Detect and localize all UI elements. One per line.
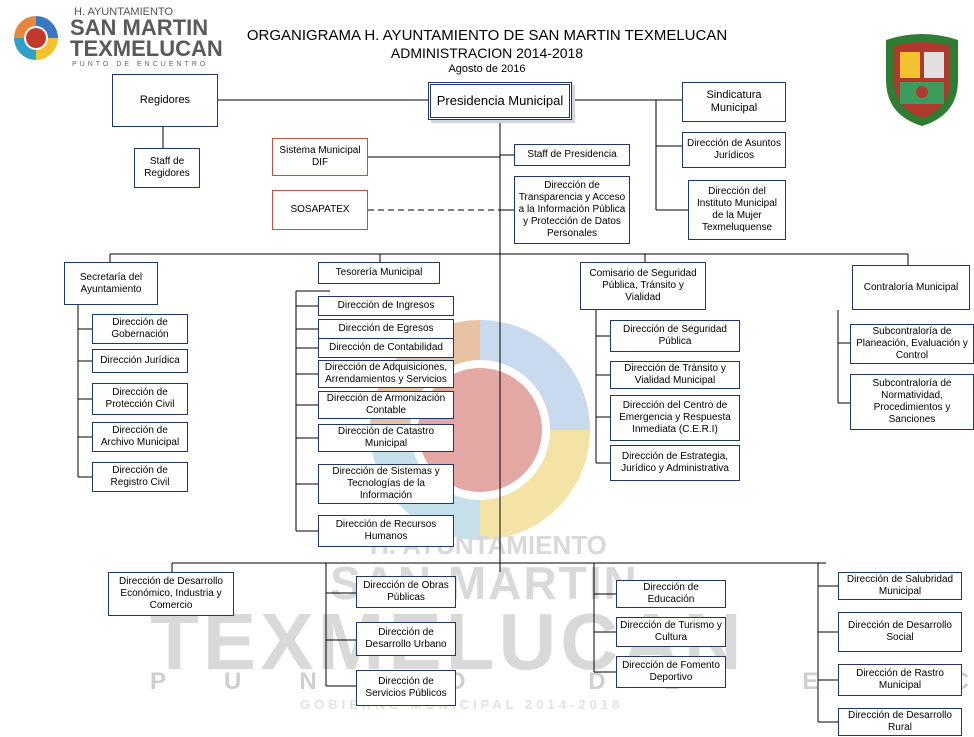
logo: H. AYUNTAMIENTO SAN MARTIN TEXMELUCAN PU… bbox=[8, 6, 223, 70]
node-adquisiciones: Dirección de Adquisiciones, Arrendamient… bbox=[318, 360, 454, 388]
node-rastro-municipal: Dirección de Rastro Municipal bbox=[838, 664, 962, 696]
node-turismo-cultura: Dirección de Turismo y Cultura bbox=[616, 617, 726, 647]
node-recursos-humanos: Dirección de Recursos Humanos bbox=[318, 515, 454, 547]
node-proteccion-civil: Dirección de Protección Civil bbox=[92, 383, 188, 415]
node-tesoreria-municipal: Tesorería Municipal bbox=[318, 262, 440, 284]
node-comisario-seguridad: Comisario de Seguridad Pública, Tránsito… bbox=[580, 262, 706, 310]
node-servicios-publicos: Dirección de Servicios Públicos bbox=[356, 670, 456, 706]
node-registro-civil: Dirección de Registro Civil bbox=[92, 462, 188, 492]
node-armonizacion-contable: Dirección de Armonización Contable bbox=[318, 391, 454, 419]
node-contraloria-municipal: Contraloría Municipal bbox=[852, 265, 970, 310]
node-sistemas-tecnologias: Dirección de Sistemas y Tecnologías de l… bbox=[318, 464, 454, 504]
node-desarrollo-social: Dirección de Desarrollo Social bbox=[838, 612, 962, 652]
node-desarrollo-urbano: Dirección de Desarrollo Urbano bbox=[356, 622, 456, 656]
node-sosapatex: SOSAPATEX bbox=[272, 190, 368, 230]
node-fomento-deportivo: Dirección de Fomento Deportivo bbox=[616, 656, 726, 688]
node-egresos: Dirección de Egresos bbox=[318, 319, 454, 339]
logo-text-4: PUNTO DE ENCUENTRO bbox=[72, 61, 209, 68]
logo-text-2: SAN MARTIN bbox=[70, 15, 209, 40]
node-subcontraloria-planeacion: Subcontraloría de Planeación, Evaluación… bbox=[850, 324, 974, 364]
node-secretaria-ayuntamiento: Secretaría del Ayuntamiento bbox=[64, 262, 158, 305]
node-sindicatura-municipal: Sindicatura Municipal bbox=[682, 82, 786, 122]
node-desarrollo-rural: Dirección de Desarrollo Rural bbox=[838, 708, 962, 736]
node-transparencia: Dirección de Transparencia y Acceso a la… bbox=[514, 176, 630, 244]
coat-of-arms-icon bbox=[886, 34, 958, 126]
node-subcontraloria-normatividad: Subcontraloría de Normatividad, Procedim… bbox=[850, 374, 974, 430]
node-salubridad: Dirección de Salubridad Municipal bbox=[838, 572, 962, 600]
node-desarrollo-economico: Dirección de Desarrollo Económico, Indus… bbox=[108, 572, 234, 616]
logo-text-3: TEXMELUCAN bbox=[70, 36, 223, 61]
node-archivo-municipal: Dirección de Archivo Municipal bbox=[92, 422, 188, 452]
node-juridica: Dirección Jurídica bbox=[92, 349, 188, 373]
node-transito-vialidad: Dirección de Tránsito y Vialidad Municip… bbox=[610, 361, 740, 389]
node-contabilidad: Dirección de Contabilidad bbox=[318, 338, 454, 358]
node-sistema-dif: Sistema Municipal DIF bbox=[272, 138, 368, 176]
watermark-line4: PUNTO DE ENCUENTRO bbox=[150, 668, 974, 695]
node-centro-emergencia: Dirección del Centro de Emergencia y Res… bbox=[610, 395, 740, 441]
node-staff-regidores: Staff de Regidores bbox=[134, 148, 200, 188]
node-asuntos-juridicos: Dirección de Asuntos Jurídicos bbox=[682, 132, 786, 168]
node-staff-presidencia: Staff de Presidencia bbox=[514, 144, 630, 166]
chart-date: Agosto de 2016 bbox=[448, 63, 526, 75]
node-catastro-municipal: Dirección de Catastro Municipal bbox=[318, 424, 454, 452]
node-estrategia: Dirección de Estrategia, Jurídico y Admi… bbox=[610, 445, 740, 481]
node-regidores: Regidores bbox=[112, 74, 218, 127]
logo-mark-icon bbox=[14, 16, 58, 60]
node-instituto-mujer: Dirección del Instituto Municipal de la … bbox=[688, 180, 786, 240]
node-obras-publicas: Dirección de Obras Públicas bbox=[356, 576, 456, 608]
node-educacion: Dirección de Educación bbox=[616, 580, 726, 608]
node-ingresos: Dirección de Ingresos bbox=[318, 296, 454, 316]
chart-title: ORGANIGRAMA H. AYUNTAMIENTO DE SAN MARTI… bbox=[246, 27, 728, 44]
chart-subtitle: ADMINISTRACION 2014-2018 bbox=[390, 45, 584, 61]
node-gobernacion: Dirección de Gobernación bbox=[92, 314, 188, 344]
node-presidencia-municipal: Presidencia Municipal bbox=[428, 82, 572, 120]
node-seguridad-publica: Dirección de Seguridad Pública bbox=[610, 320, 740, 352]
logo-text-1: H. AYUNTAMIENTO bbox=[74, 6, 174, 18]
